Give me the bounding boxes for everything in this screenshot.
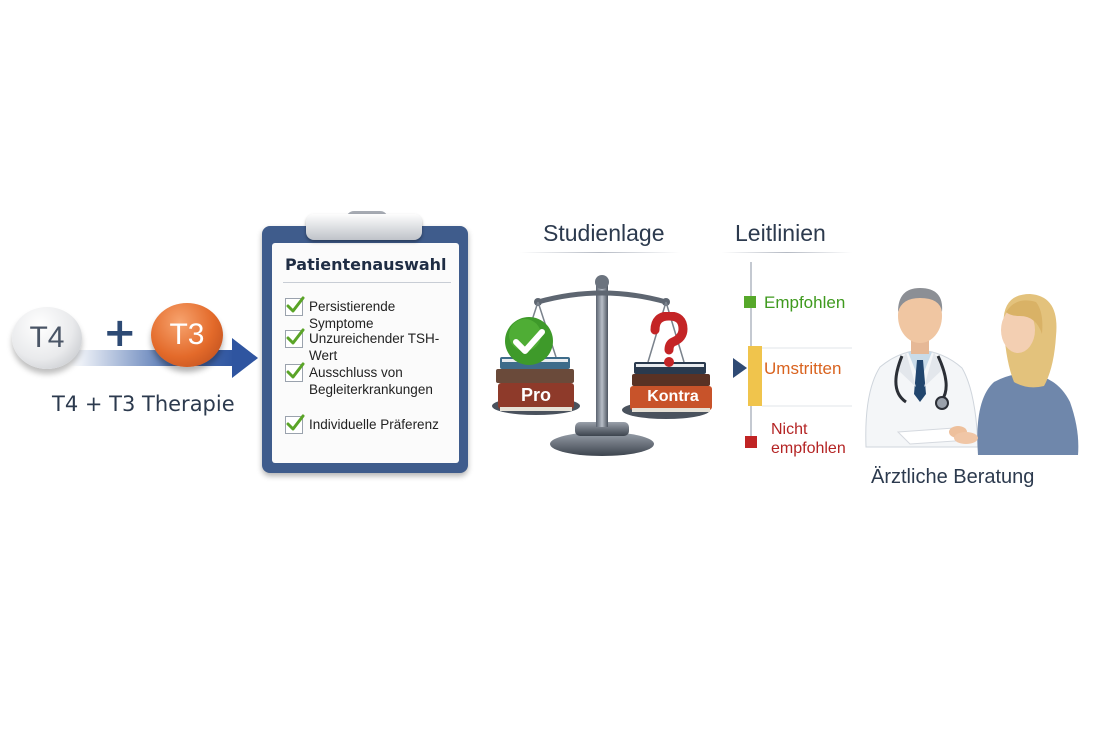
t3-pill-label: T3 — [169, 318, 205, 351]
divider — [283, 282, 451, 283]
checklist-item-label: Ausschluss von Begleiterkrankungen — [309, 365, 433, 397]
evidence-title: Studienlage — [543, 220, 665, 246]
guideline-controversial: Umstritten — [764, 359, 842, 378]
checkmark-icon — [285, 414, 305, 434]
t4-pill-label: T4 — [29, 321, 65, 354]
guideline-not-recommended-line2: empfohlen — [771, 440, 846, 457]
patient-icon — [954, 294, 1079, 455]
therapy-label: T4 + T3 Therapie — [52, 392, 235, 416]
divider — [520, 252, 680, 253]
checklist-item: Ausschluss von Begleiterkrankungen — [285, 362, 447, 398]
checklist-item-label: Unzureichender TSH-Wert — [309, 331, 440, 363]
checklist-item: Individuelle Präferenz — [285, 414, 455, 434]
plus-sign: + — [103, 310, 137, 356]
t4-pill-icon: T4 — [12, 307, 82, 369]
checklist-item-label: Persistierende Symptome — [309, 299, 396, 331]
guidelines-title: Leitlinien — [735, 220, 826, 246]
checklist-item: Unzureichender TSH-Wert — [285, 328, 455, 364]
books-icon — [496, 357, 574, 411]
guideline-scale — [733, 262, 852, 448]
t3-pill-icon: T3 — [151, 303, 223, 367]
checklist-item-label: Individuelle Präferenz — [309, 417, 439, 432]
clipboard-paper — [272, 243, 459, 463]
checklist-item: Persistierende Symptome — [285, 296, 455, 332]
checkmark-icon — [505, 317, 553, 365]
question-mark-icon — [650, 312, 688, 367]
pro-label: Pro — [520, 385, 551, 405]
guideline-recommended: Empfohlen — [764, 293, 846, 312]
doctor-icon — [865, 288, 979, 448]
patient-selection-title: Patientenauswahl — [285, 255, 447, 274]
guideline-not-recommended-line1: Nicht — [771, 421, 808, 438]
consultation-label: Ärztliche Beratung — [871, 466, 1035, 488]
checkmark-icon — [285, 296, 305, 316]
checkmark-icon — [285, 362, 305, 382]
contra-label: Kontra — [647, 388, 699, 405]
clipboard-clip — [306, 214, 422, 240]
checkmark-icon — [285, 328, 305, 348]
divider — [722, 252, 852, 253]
